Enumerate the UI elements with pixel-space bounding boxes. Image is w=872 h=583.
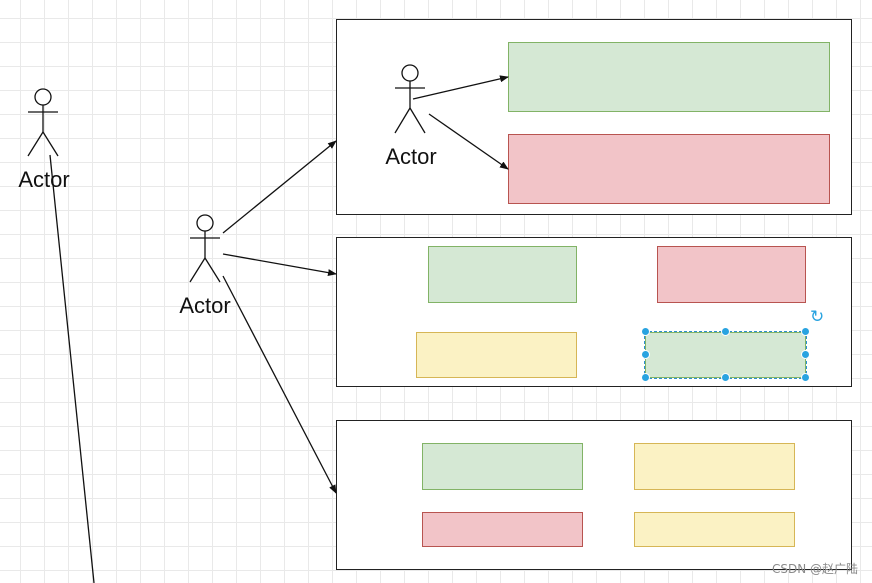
top-green-rect[interactable] — [508, 42, 830, 112]
resize-handle-bottom-center[interactable] — [721, 373, 730, 382]
actor-middle-label: Actor — [179, 293, 231, 318]
resize-handle-top-center[interactable] — [721, 327, 730, 336]
arrow-to-bottom-container — [222, 275, 337, 494]
resize-handle-middle-right[interactable] — [801, 350, 810, 359]
resize-handle-top-left[interactable] — [641, 327, 650, 336]
resize-handle-middle-left[interactable] — [641, 350, 650, 359]
middle-yellow-rect[interactable] — [416, 332, 577, 378]
resize-handle-top-right[interactable] — [801, 327, 810, 336]
middle-green-rect[interactable] — [428, 246, 577, 303]
watermark: CSDN @赵广陆 — [771, 562, 858, 576]
actor-middle-figure[interactable] — [189, 214, 221, 283]
actor-top-figure[interactable] — [394, 64, 426, 134]
resize-handle-bottom-left[interactable] — [641, 373, 650, 382]
bottom-yellow-rect-top[interactable] — [634, 443, 795, 490]
arrow-to-top-red — [428, 113, 509, 170]
actor-left-figure[interactable] — [27, 88, 59, 157]
bottom-red-rect[interactable] — [422, 512, 583, 547]
arrow-to-top-green — [412, 75, 509, 100]
arrow-to-middle-container — [222, 253, 337, 277]
top-red-rect[interactable] — [508, 134, 830, 204]
rotate-icon[interactable]: ↻ — [810, 307, 825, 327]
left-actor-line — [49, 154, 95, 583]
bottom-green-rect[interactable] — [422, 443, 583, 490]
arrow-to-top-container — [222, 140, 337, 234]
actor-left-label: Actor — [18, 167, 70, 192]
actor-top-label: Actor — [385, 144, 437, 169]
resize-handle-bottom-right[interactable] — [801, 373, 810, 382]
middle-red-rect[interactable] — [657, 246, 806, 303]
bottom-yellow-rect-bottom[interactable] — [634, 512, 795, 547]
